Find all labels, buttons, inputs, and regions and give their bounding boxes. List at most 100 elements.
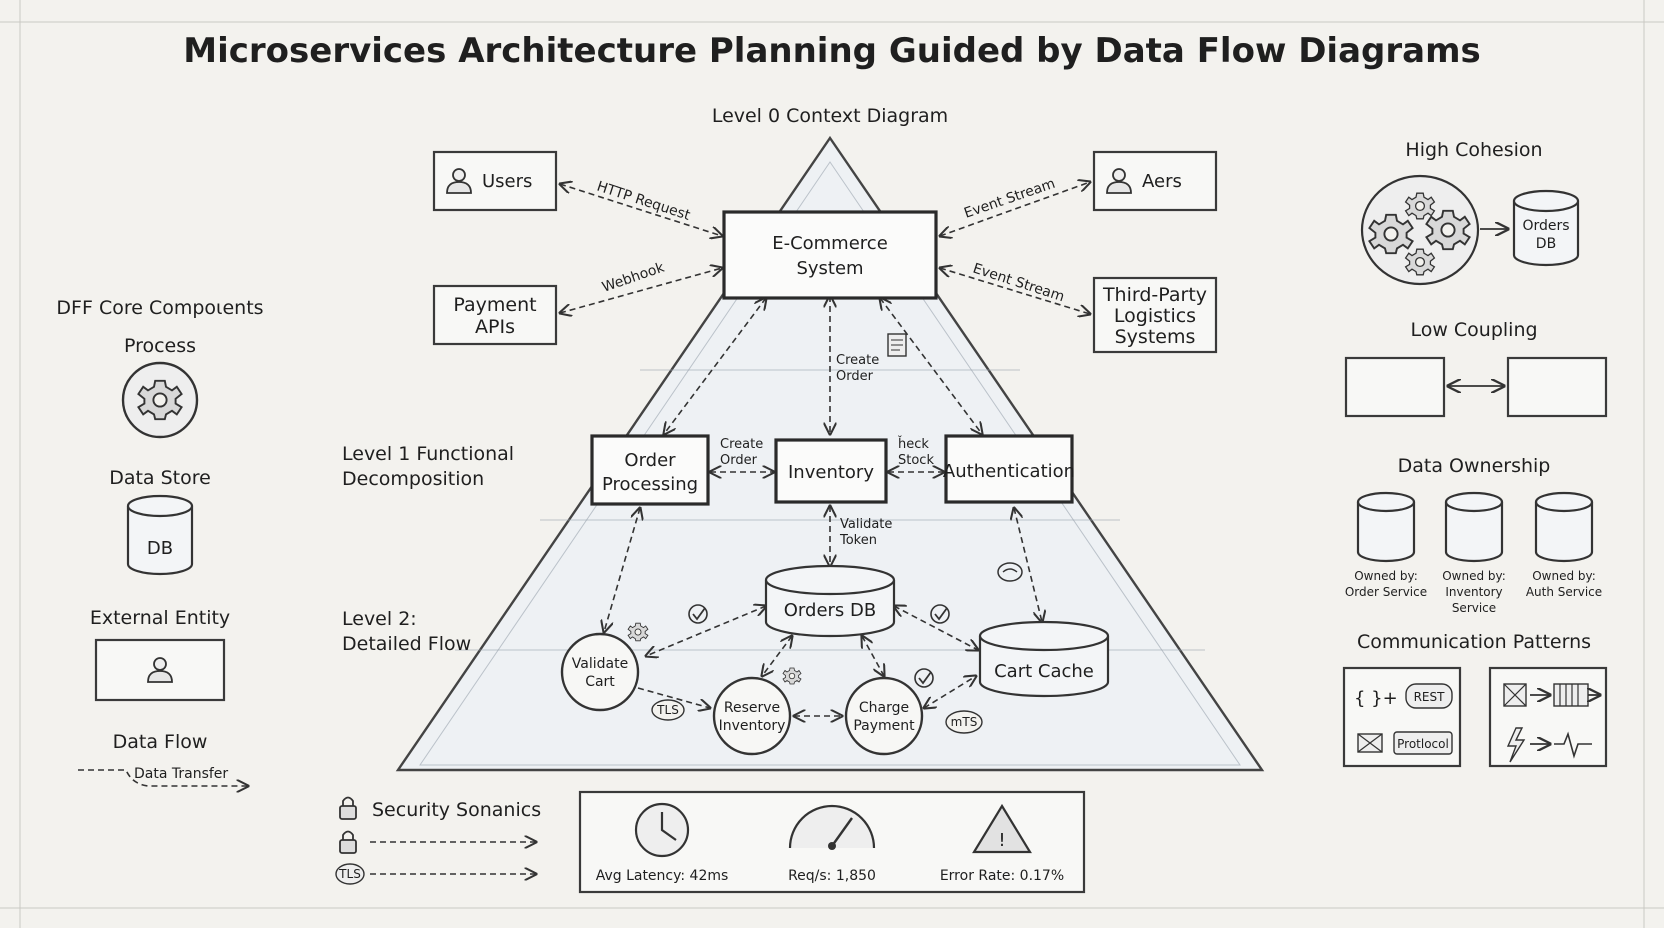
node-auth-label: Authentication [943,461,1075,482]
node-payment-line1: Payment [453,294,536,316]
node-authentication[interactable]: Authentication [943,434,1075,504]
mtls-cloud-icon: mTS [945,710,983,734]
check-icon [688,604,708,624]
ownership-db-order: Owned by: Order Service [1345,491,1427,599]
owner-inventory-line1: Owned by: [1442,569,1506,583]
label-event-stream-1: Event Stream [962,176,1057,222]
data-flow-edges [560,182,1090,716]
node-charge-payment[interactable]: Charge Payment [844,676,924,756]
node-users[interactable]: Users [432,150,558,212]
node-ecommerce-system[interactable]: E-Commerce System [722,210,938,300]
node-payment-line2: APIs [475,316,515,338]
node-aers[interactable]: Aers [1092,150,1218,212]
comm-async-panel [1488,666,1608,768]
check-icon [914,668,934,688]
doc-icon [887,333,907,357]
node-payment-apis[interactable]: Payment APIs [432,284,558,346]
level1-label: Level 1 Functional Decomposition [342,443,514,490]
node-order-processing[interactable]: Order Processing [590,434,710,506]
owner-inventory-line2: Inventory [1445,585,1502,599]
metrics-panel: Avg Latency: 42ms Req/s: 1,850 ! Error R… [578,790,1086,894]
legend-datatransfer-label: Data Transfer [134,766,228,782]
node-reserve-line1: Reserve [724,700,780,716]
ownership-db-auth: Owned by: Auth Service [1526,491,1602,599]
edge-order-validate [604,508,640,632]
owner-inventory-line3: Service [1452,601,1496,615]
tls-icon [335,863,365,885]
label-create-order-2b: Order [720,453,758,468]
svg-text:!: ! [998,830,1005,851]
legend-heading: DFF Core Compoɩents [56,297,263,319]
data-ownership-heading: Data Ownership [1398,455,1551,477]
cohesion-db-line1: Orders [1522,218,1569,234]
label-check-stock-a: ȟeck [897,436,929,452]
rest-bubble [1405,683,1453,709]
metric-errors: Error Rate: 0.17% [940,868,1064,884]
edge-system-aers [940,182,1090,236]
label-webhook: Webhook [600,259,667,295]
node-order-line1: Order [624,450,676,471]
pulse-icon [1554,731,1592,759]
edge-system-logistics [940,268,1090,314]
node-logistics[interactable]: Third-Party Logistics Systems [1092,276,1218,354]
message-icon [1503,683,1527,707]
edge-system-auth [880,298,982,434]
level2-label: Level 2: Detailed Flow [342,608,471,655]
security-panel: Security Sonanics TLS [335,796,541,885]
queue-icon [1553,683,1589,707]
node-validate-line2: Cart [585,674,615,690]
warning-icon: ! [972,803,1032,854]
low-coupling-heading: Low Coupling [1410,319,1537,341]
security-heading: Security Sonanics [372,799,541,821]
node-validate-cart[interactable]: Validate Cart [560,632,640,712]
legend-external-icon [94,638,226,702]
protocol-box [1393,731,1453,755]
page-title: Microservices Architecture Planning Guid… [183,31,1480,71]
node-charge-line2: Payment [853,718,915,734]
cohesion-gears [1360,174,1480,286]
coupling-box-left [1344,356,1446,418]
high-cohesion-heading: High Cohesion [1405,139,1542,161]
label-event-stream-2: Event Stream [971,261,1067,306]
node-cart-cache-label: Cart Cache [994,661,1094,682]
legend-dataflow-label: Data Flow [113,731,208,753]
node-order-line2: Processing [602,474,698,495]
owner-order-line1: Owned by: [1354,569,1418,583]
principles-panel: High Cohesion Orders DB Low Coupling Dat… [1342,139,1608,768]
level0-label: Level 0 Context Diagram [712,105,948,127]
node-logistics-line2: Logistics [1114,305,1196,327]
legend-db-text: DB [147,538,173,559]
clock-icon [634,802,690,858]
label-validate-token-b: Token [839,533,877,548]
label-tls: TLS [656,703,679,717]
metric-rps: Req/s: 1,850 [788,868,876,884]
legend-panel: DFF Core Compoɩents Process Data Store D… [56,297,264,786]
node-inventory[interactable]: Inventory [774,438,888,504]
security-tls-label: TLS [338,867,361,881]
legend-datastore-label: Data Store [109,467,211,489]
node-cart-cache[interactable]: Cart Cache [978,620,1110,698]
edge-ordersdb-charge [862,636,884,676]
node-reserve-line2: Inventory [719,718,786,734]
lock-icon [339,796,357,820]
node-orders-db-label: Orders DB [784,600,876,621]
node-reserve-inventory[interactable]: Reserve Inventory [712,676,792,756]
rest-label: REST [1414,690,1446,704]
comm-sync-panel: { }+ REST Protlocol [1342,666,1462,768]
node-logistics-line1: Third-Party [1102,284,1207,306]
metric-latency: Avg Latency: 42ms [596,868,729,884]
node-validate-line1: Validate [572,656,628,672]
braces-icon: { }+ [1354,688,1398,709]
node-ecommerce-line2: System [796,258,863,279]
owner-order-line2: Order Service [1345,585,1427,599]
cohesion-db-icon: Orders DB [1512,189,1580,267]
label-mtls: mTS [951,715,978,729]
lightning-icon [1506,727,1526,763]
lock-icon [339,830,357,854]
node-orders-db[interactable]: Orders DB [764,564,896,638]
edge-ordersdb-reserve [762,636,792,676]
edge-system-order [664,298,766,434]
gauge-icon [788,804,876,850]
check-icon [930,604,950,624]
